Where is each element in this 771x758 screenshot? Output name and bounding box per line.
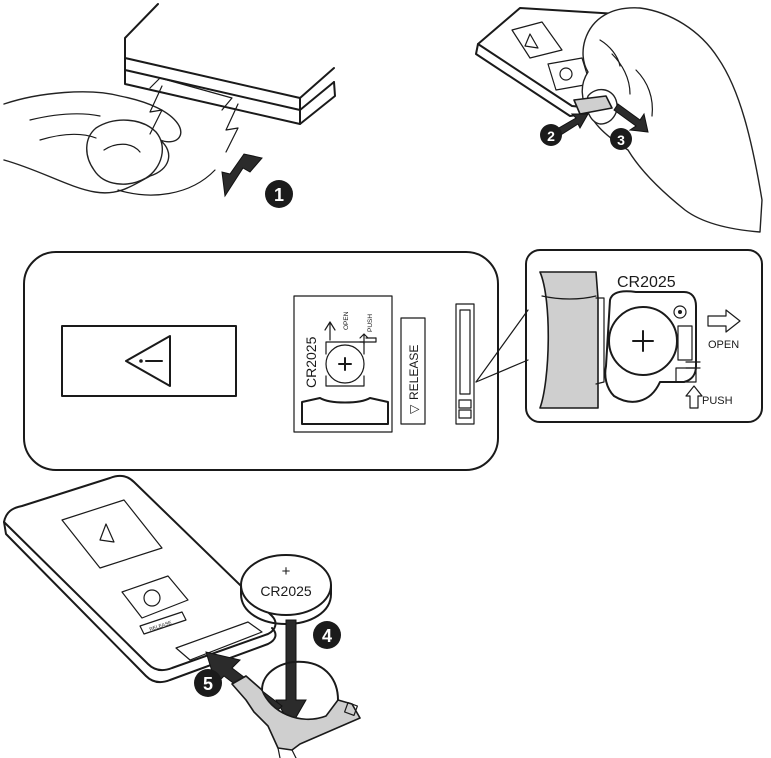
release-label: RELEASE <box>407 345 421 400</box>
release-strip <box>400 317 426 425</box>
compartment-push-label: PUSH <box>367 314 374 332</box>
arrow-up-icon <box>685 385 703 409</box>
release-marker: ▽ <box>407 404 421 414</box>
warning-triangle-icon <box>125 335 171 387</box>
step4-number: 4 <box>322 626 332 646</box>
step5-number: 5 <box>203 674 213 694</box>
step3-number: 3 <box>617 132 625 148</box>
battery-compartment <box>293 295 393 433</box>
step3-badge: 3 <box>610 128 632 150</box>
step1-number: 1 <box>274 185 284 205</box>
detail-push-label: PUSH <box>702 395 733 407</box>
compartment-battery-model: CR2025 <box>303 336 319 388</box>
remote-outline <box>23 251 499 471</box>
step1-illustration: 1 <box>3 3 336 208</box>
detail-open-label: OPEN <box>708 339 739 351</box>
detail-coin-circle <box>608 306 678 376</box>
coin-polarity: + <box>282 563 291 580</box>
arrow-right-icon <box>707 309 741 333</box>
compartment-open-arrow-icon <box>324 321 336 341</box>
detail-plus-icon <box>632 330 654 352</box>
step1-badge: 1 <box>265 180 293 208</box>
detail-battery-model: CR2025 <box>617 274 676 291</box>
compartment-open-label: OPEN <box>343 311 350 330</box>
step2-number: 2 <box>547 128 555 144</box>
tray-detail: CR2025 OPEN PUSH <box>525 249 763 423</box>
arrow-down-icon <box>275 619 307 728</box>
battery-insert-illustration: RELEASE + CR2025 4 5 <box>3 474 361 758</box>
step4-badge: 4 <box>313 621 341 649</box>
detail-frame <box>525 249 763 423</box>
compartment-plus-icon <box>338 357 352 371</box>
warning-label-box <box>61 325 237 397</box>
coin-model: CR2025 <box>260 583 312 599</box>
step5-badge: 5 <box>194 669 222 697</box>
step2-badge: 2 <box>540 124 562 146</box>
step2-3-illustration: 2 3 <box>475 7 763 233</box>
remote-back-view: CR2025 OPEN PUSH ▽ RELEASE <box>23 251 529 471</box>
